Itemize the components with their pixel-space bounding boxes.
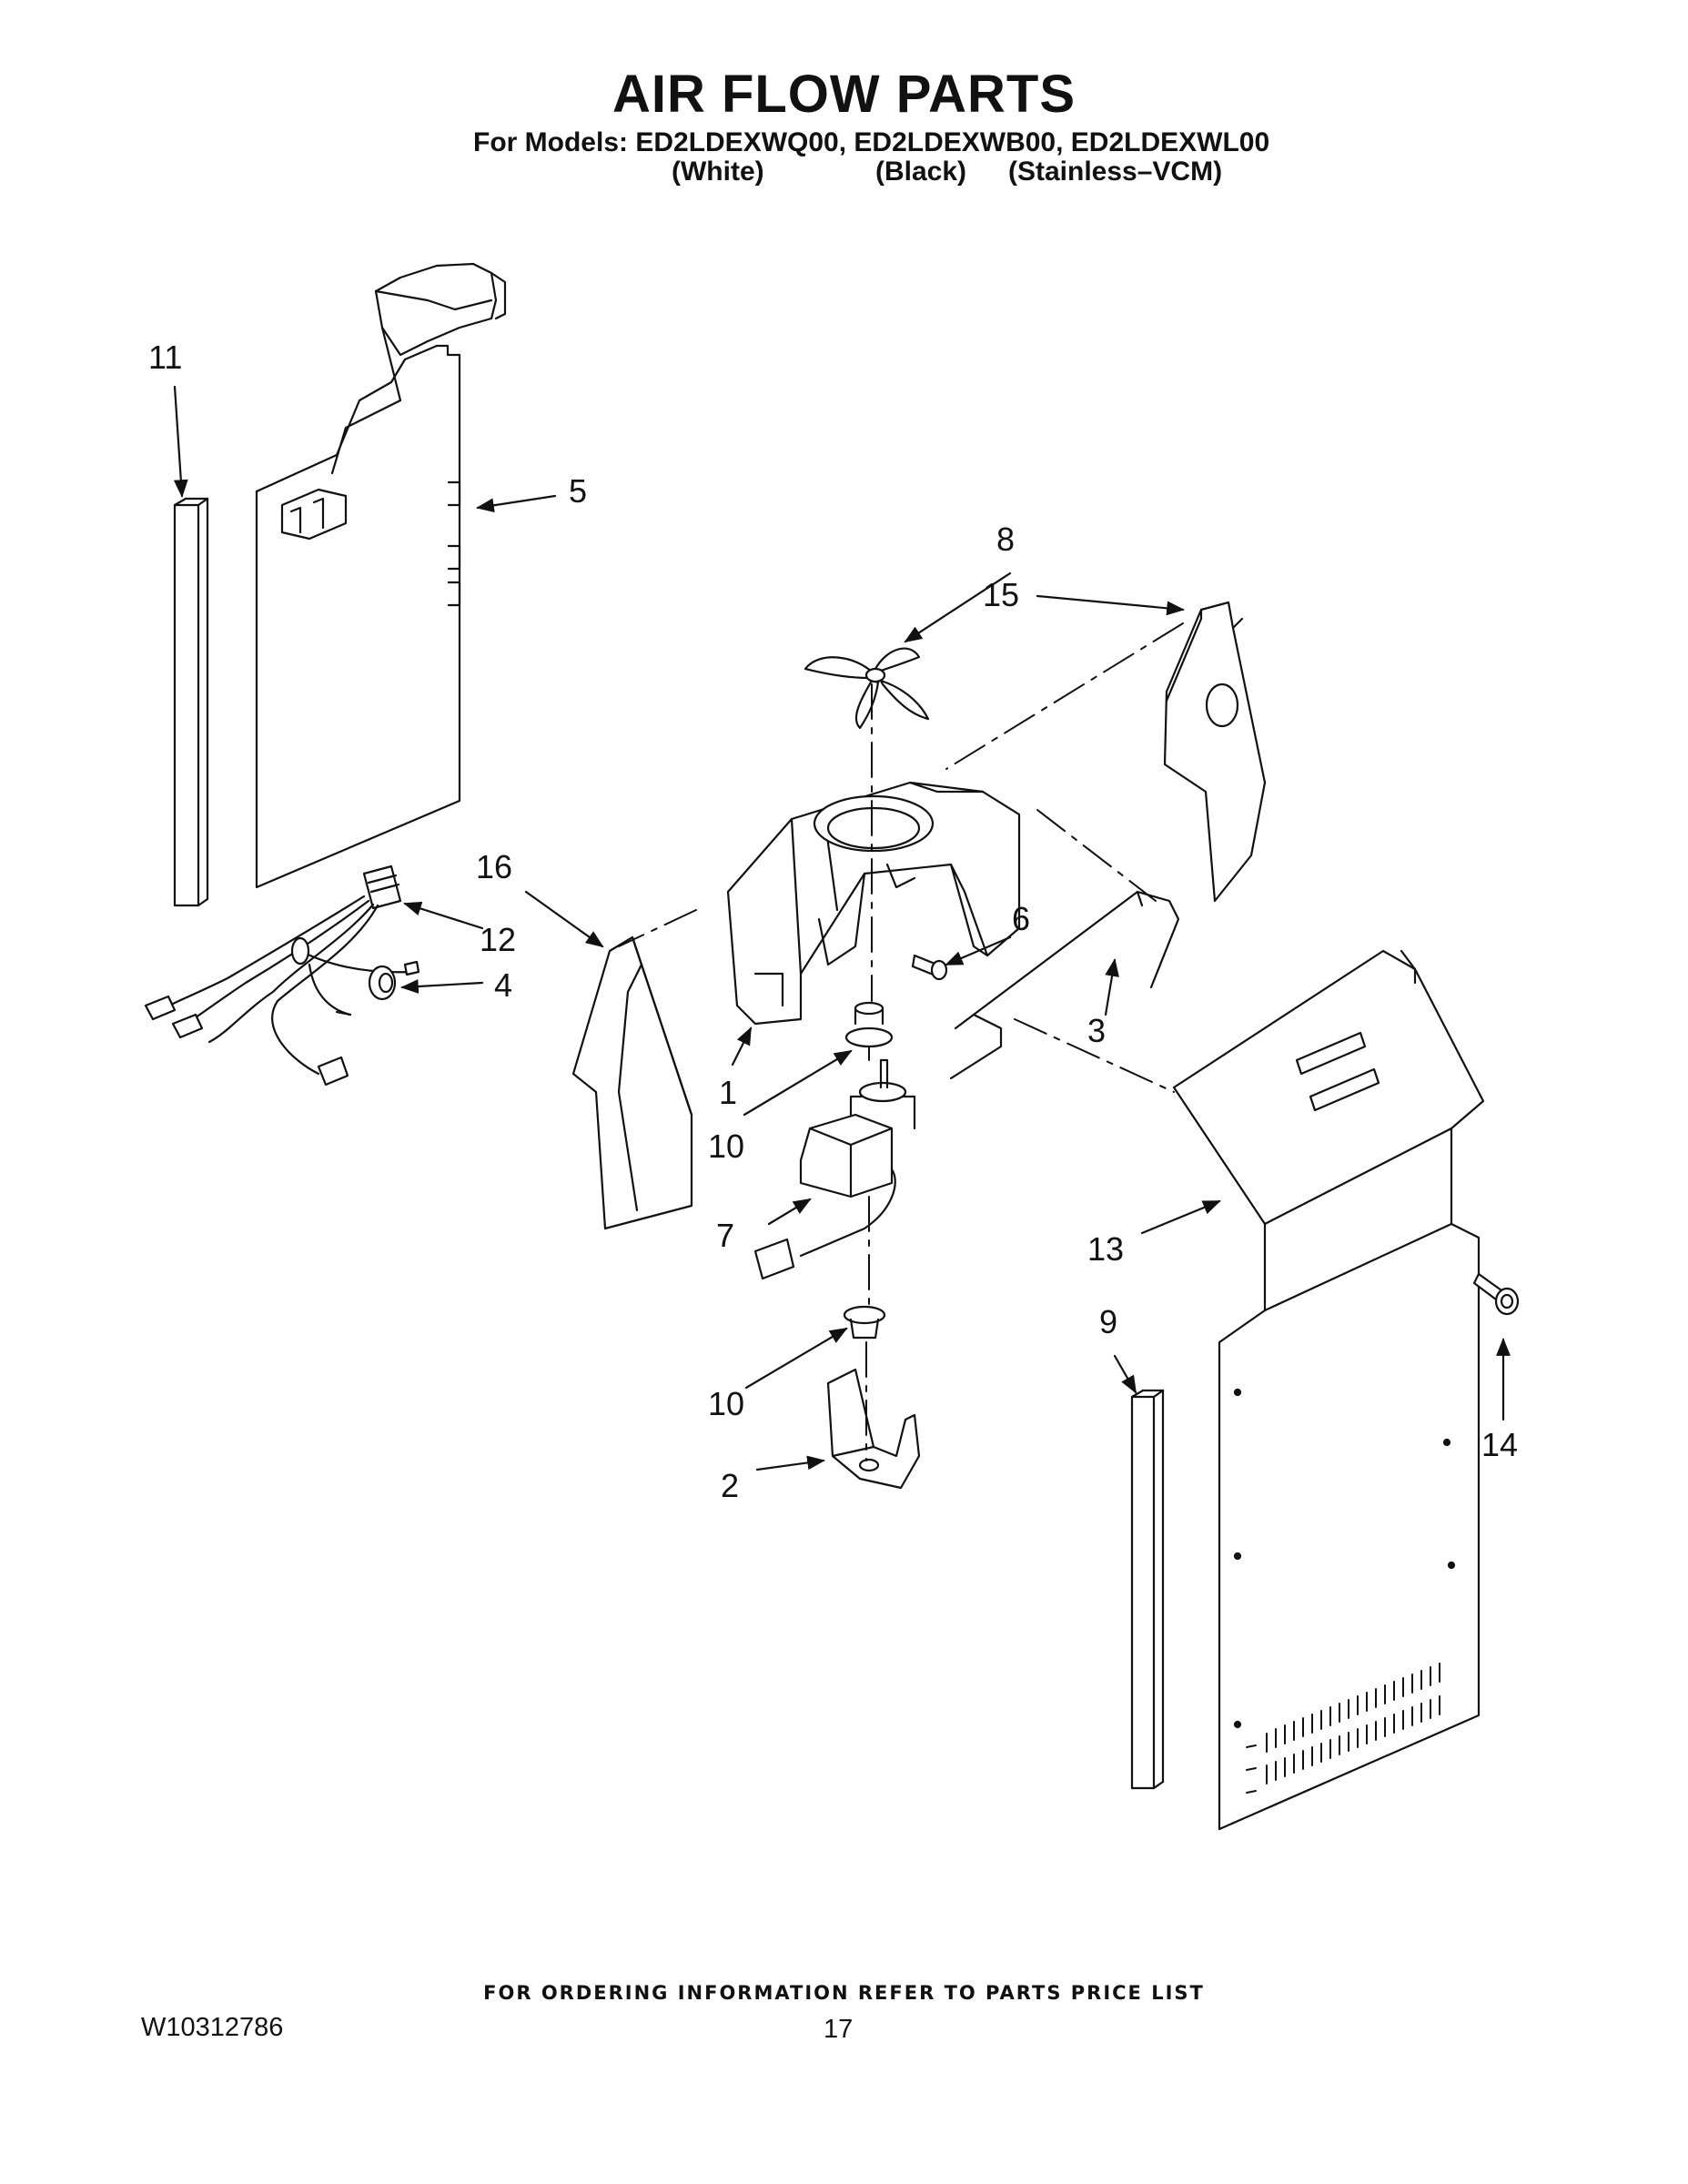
document-number: W10312786 [141, 2013, 284, 2042]
callout-7: 7 [716, 1217, 734, 1254]
part-14-screw [1472, 1272, 1520, 1316]
part-16-insulation-left [571, 935, 693, 1230]
part-3-wire-bracket [949, 890, 1180, 1080]
part-11-gasket-strip [173, 497, 209, 907]
callout-4: 4 [494, 966, 512, 1004]
callout-8: 8 [996, 521, 1015, 558]
callout-3: 3 [1087, 1012, 1106, 1049]
callout-16: 16 [476, 848, 512, 885]
callout-10-upper: 10 [708, 1127, 744, 1165]
callout-15: 15 [983, 576, 1019, 613]
models-line: For Models: ED2LDEXWQ00, ED2LDEXWB00, ED… [473, 127, 1270, 157]
callout-6: 6 [1012, 900, 1030, 937]
callout-12: 12 [480, 921, 516, 958]
callout-labels: 11 5 8 15 16 12 4 6 3 1 10 7 13 9 10 14 … [148, 339, 1518, 1504]
alignment-lines [618, 622, 1184, 1461]
part-9-gasket-strip [1130, 1389, 1165, 1790]
callout-10-lower: 10 [708, 1385, 744, 1422]
callout-14: 14 [1481, 1426, 1518, 1463]
leader-arrows [173, 385, 1511, 1471]
part-13-evaporator-cover [1172, 949, 1485, 1831]
callout-2: 2 [721, 1467, 739, 1504]
part-8-fan-blade [804, 647, 930, 730]
part-4-grommet [368, 965, 397, 1001]
variant-white: (White) [672, 157, 764, 187]
variant-stainless: (Stainless–VCM) [1008, 157, 1223, 187]
part-12-wire-harness [144, 864, 420, 1087]
callout-13: 13 [1087, 1230, 1124, 1268]
part-5-air-duct-panel [255, 262, 507, 889]
page-number: 17 [824, 2015, 854, 2044]
part-10-motor-bushing-upper [844, 1001, 894, 1048]
callout-5: 5 [569, 472, 587, 510]
callout-1: 1 [719, 1074, 737, 1111]
page-title: AIR FLOW PARTS [612, 65, 1076, 124]
part-6-screw [911, 954, 948, 981]
callout-11: 11 [148, 339, 182, 376]
part-1-fan-shroud [726, 781, 1021, 1026]
part-15-insulation-right [1163, 601, 1267, 903]
part-7-fan-motor [753, 1058, 916, 1280]
part-10-motor-bushing-lower [843, 1305, 886, 1340]
part-2-motor-bracket [826, 1368, 921, 1490]
variant-black: (Black) [875, 157, 967, 187]
ordering-note: FOR ORDERING INFORMATION REFER TO PARTS … [483, 1982, 1205, 2004]
callout-9: 9 [1099, 1303, 1117, 1340]
